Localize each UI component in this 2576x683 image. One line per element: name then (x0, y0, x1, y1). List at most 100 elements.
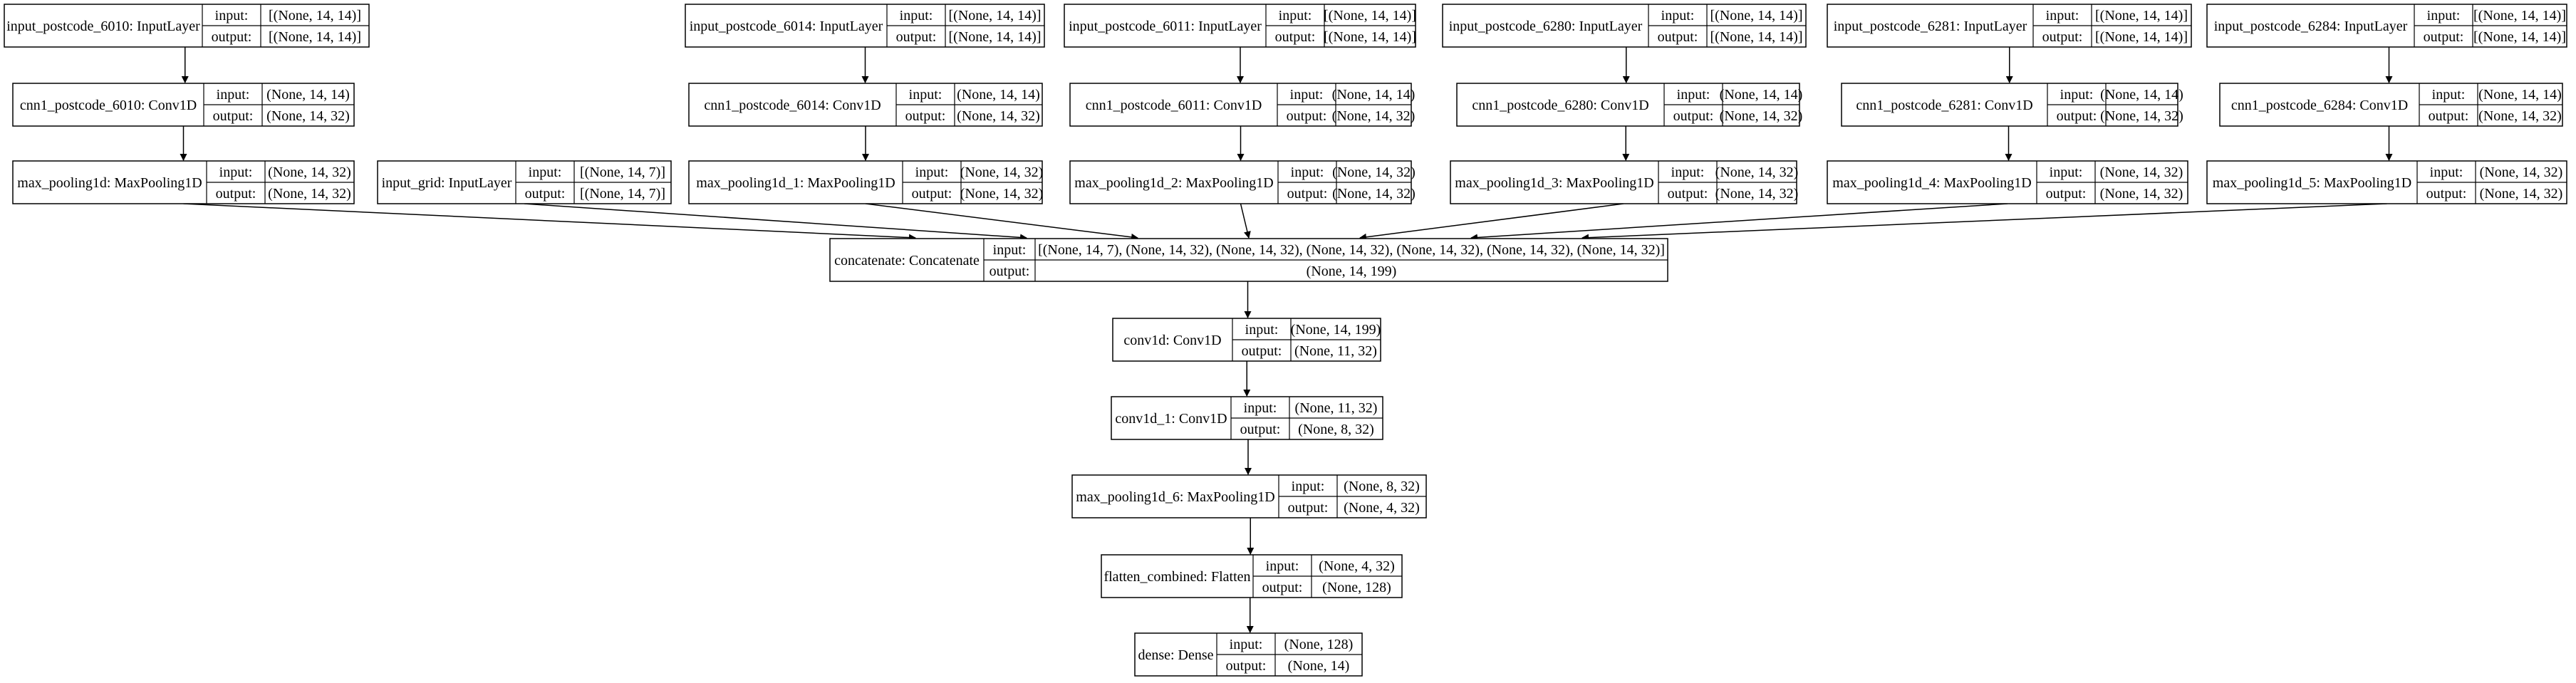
layer-name: concatenate: Concatenate (834, 253, 980, 268)
output-shape: (None, 14, 32) (960, 186, 1044, 202)
input-port-label: input: (993, 242, 1027, 258)
output-shape: (None, 128) (1322, 580, 1391, 595)
output-port-label: output: (216, 186, 256, 202)
input-port-label: input: (1279, 8, 1312, 24)
input-port-label: input: (529, 165, 562, 180)
output-port-label: output: (213, 108, 254, 124)
output-shape: [(None, 14, 14)] (2473, 29, 2566, 45)
output-port-label: output: (1242, 343, 1282, 359)
output-shape: [(None, 14, 14)] (269, 29, 361, 45)
output-port-label: output: (525, 186, 566, 202)
output-shape: (None, 14, 32) (1720, 108, 1803, 124)
layer-name: input_grid: InputLayer (382, 175, 512, 191)
input-shape: (None, 8, 32) (1344, 479, 1420, 494)
input-shape: (None, 14, 32) (1715, 165, 1799, 180)
layer-name: max_pooling1d_2: MaxPooling1D (1074, 175, 1273, 191)
input-shape: (None, 14, 14) (1332, 87, 1416, 103)
layer-node-in6280: input_postcode_6280: InputLayerinput:out… (1442, 4, 1807, 48)
layer-name: cnn1_postcode_6281: Conv1D (1856, 98, 2032, 113)
layer-name: max_pooling1d_3: MaxPooling1D (1455, 175, 1653, 191)
output-port-label: output: (1262, 580, 1303, 595)
layer-name: max_pooling1d_5: MaxPooling1D (2213, 175, 2411, 191)
output-shape: (None, 14, 32) (268, 186, 351, 202)
input-shape: [(None, 14, 14)] (1710, 8, 1803, 24)
output-shape: (None, 14, 32) (1715, 186, 1799, 202)
input-shape: [(None, 14, 14)] (269, 8, 361, 24)
edge-mp4-to-concat (1470, 203, 2008, 241)
output-port-label: output: (2042, 29, 2083, 45)
graph-edges (180, 47, 2393, 633)
layer-name: max_pooling1d_4: MaxPooling1D (1832, 175, 2031, 191)
input-shape: [(None, 14, 14)] (2473, 8, 2566, 24)
edge-mp5-to-concat (1582, 203, 2387, 241)
output-port-label: output: (912, 186, 952, 202)
input-port-label: input: (1291, 165, 1324, 180)
output-port-label: output: (1226, 658, 1267, 674)
output-port-label: output: (2429, 108, 2469, 124)
output-shape: (None, 14, 32) (266, 108, 350, 124)
input-shape: (None, 14, 32) (2100, 165, 2183, 180)
output-shape: (None, 14, 199) (1307, 264, 1397, 279)
layer-node-in6014: input_postcode_6014: InputLayerinput:out… (685, 4, 1045, 48)
output-port-label: output: (1668, 186, 1708, 202)
input-port-label: input: (1290, 87, 1324, 103)
layer-name: input_postcode_6010: InputLayer (6, 19, 200, 34)
layer-node-mp6: max_pooling1d_6: MaxPooling1Dinput:outpu… (1071, 474, 1427, 518)
input-shape: (None, 14, 32) (960, 165, 1044, 180)
input-shape: (None, 14, 14) (2100, 87, 2183, 103)
output-shape: [(None, 14, 14)] (949, 29, 1042, 45)
output-shape: (None, 14, 32) (957, 108, 1040, 124)
input-shape: (None, 14, 14) (957, 87, 1040, 103)
layer-name: max_pooling1d_1: MaxPooling1D (696, 175, 895, 191)
input-shape: [(None, 14, 14)] (949, 8, 1042, 24)
layer-node-grid: input_grid: InputLayerinput:output:[(Non… (377, 160, 672, 204)
output-shape: (None, 4, 32) (1344, 500, 1420, 516)
layer-name: cnn1_postcode_6284: Conv1D (2231, 98, 2408, 113)
layer-name: cnn1_postcode_6014: Conv1D (704, 98, 881, 113)
input-shape: (None, 14, 32) (1332, 165, 1416, 180)
edge-mp3-to-concat (1359, 203, 1624, 241)
layer-node-cnn6280: cnn1_postcode_6280: Conv1Dinput:output:(… (1456, 83, 1803, 127)
edge-mp0-to-concat (183, 203, 916, 241)
input-port-label: input: (1266, 558, 1299, 574)
layer-node-cnn6011: cnn1_postcode_6011: Conv1Dinput:output:(… (1069, 83, 1416, 127)
input-port-label: input: (1661, 8, 1695, 24)
layer-name: max_pooling1d_6: MaxPooling1D (1076, 489, 1274, 505)
layer-node-mp5: max_pooling1d_5: MaxPooling1Dinput:outpu… (2206, 160, 2567, 204)
output-port-label: output: (212, 29, 252, 45)
input-shape: (None, 14, 32) (2480, 165, 2563, 180)
input-port-label: input: (2432, 87, 2466, 103)
output-port-label: output: (1673, 108, 1714, 124)
layer-name: input_postcode_6014: InputLayer (690, 19, 883, 34)
layer-node-mp3: max_pooling1d_3: MaxPooling1Dinput:outpu… (1450, 160, 1799, 204)
input-port-label: input: (1230, 637, 1263, 652)
output-port-label: output: (2046, 186, 2087, 202)
input-shape: (None, 128) (1284, 637, 1354, 652)
layer-node-concat: concatenate: Concatenate input: output: [(N… (829, 238, 1668, 282)
layer-node-in6281: input_postcode_6281: InputLayerinput:out… (1827, 4, 2192, 48)
layer-node-in6010: input_postcode_6010: InputLayer input: out… (4, 4, 370, 48)
output-shape: (None, 8, 32) (1298, 422, 1374, 437)
input-port-label: input: (217, 87, 250, 103)
layer-name: input_postcode_6281: InputLayer (1834, 19, 2027, 34)
layer-name: conv1d: Conv1D (1123, 333, 1221, 348)
layer-name: cnn1_postcode_6280: Conv1D (1472, 98, 1648, 113)
input-shape: [(None, 14, 14)] (2095, 8, 2188, 24)
input-port-label: input: (215, 8, 249, 24)
output-port-label: output: (990, 264, 1030, 279)
graph-nodes: input_postcode_6010: InputLayer input: out… (4, 4, 2567, 677)
output-shape: [(None, 14, 14)] (1710, 29, 1803, 45)
output-port-label: output: (1275, 29, 1316, 45)
output-port-label: output: (1658, 29, 1698, 45)
layer-node-mp2: max_pooling1d_2: MaxPooling1Dinput:outpu… (1069, 160, 1416, 204)
output-port-label: output: (1288, 500, 1329, 516)
input-shape: [(None, 14, 7), (None, 14, 32), (None, 1… (1038, 242, 1665, 258)
layer-name: input_postcode_6011: InputLayer (1069, 19, 1262, 34)
output-port-label: output: (2426, 186, 2467, 202)
layer-name: input_postcode_6284: InputLayer (2214, 19, 2408, 34)
output-port-label: output: (2057, 108, 2097, 124)
output-shape: [(None, 14, 14)] (1324, 29, 1416, 45)
layer-node-flat: flatten_combined: Flatteninput:output:(N… (1101, 554, 1403, 598)
